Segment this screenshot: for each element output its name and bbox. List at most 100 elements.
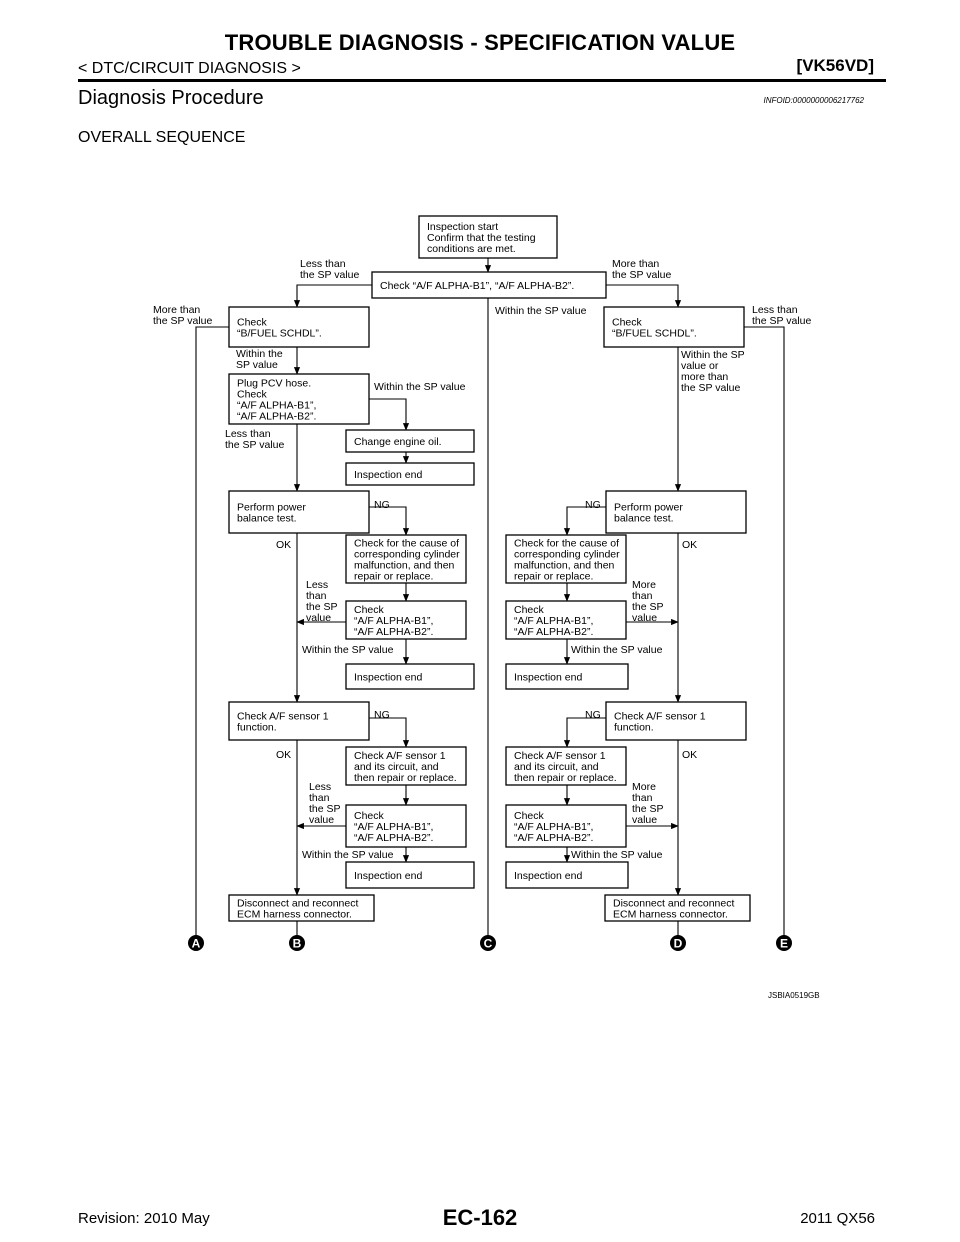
connector-a — [188, 935, 204, 951]
box-end_r1 — [505, 663, 629, 690]
flow-arrow — [369, 398, 410, 431]
flow-arrow — [563, 717, 606, 748]
revision: Revision: 2010 May — [78, 1210, 210, 1227]
box-ecm_right — [604, 894, 751, 922]
connector-label-e: E — [780, 937, 788, 951]
info-id: INFOID:0000000006217762 — [763, 96, 864, 105]
footer-model: 2011 QX56 — [800, 1210, 875, 1227]
label-pcv_within: Within the SP value — [374, 381, 466, 393]
box-alpha_l1 — [345, 600, 467, 640]
box-afs_right — [605, 701, 747, 741]
label-within_l1: Within the SP value — [302, 644, 394, 656]
figure-id: JSBIA0519GB — [768, 991, 820, 1000]
box-alpha_r2 — [505, 804, 627, 848]
connector-c — [480, 935, 496, 951]
section-title: Diagnosis Procedure — [78, 87, 264, 109]
box-afc_right — [505, 746, 627, 786]
box-text-end_oil: Inspection end — [354, 469, 422, 481]
flow-lines — [192, 258, 788, 949]
box-text-schdl_right: Check“B/FUEL SCHDL”. — [612, 317, 697, 340]
label-ng_l2: NG — [374, 709, 390, 721]
label-ng_l1: NG — [374, 499, 390, 511]
model-tag: [VK56VD] — [796, 56, 874, 75]
box-text-schdl_left: Check“B/FUEL SCHDL”. — [237, 317, 322, 340]
page-number: EC-162 — [442, 1205, 518, 1230]
box-cyl_left — [345, 534, 467, 584]
box-text-pcv: Plug PCV hose.Check“A/F ALPHA-B1”,“A/F A… — [237, 378, 316, 423]
label-ng_r1: NG — [585, 499, 601, 511]
connector-d — [670, 935, 686, 951]
flow-arrow — [563, 506, 606, 536]
box-oil — [345, 429, 475, 453]
box-text-alpha_l1: Check“A/F ALPHA-B1”,“A/F ALPHA-B2”. — [354, 604, 433, 638]
breadcrumb: < DTC/CIRCUIT DIAGNOSIS > — [78, 60, 301, 77]
connector-label-d: D — [674, 937, 683, 951]
box-check_alpha_top — [371, 271, 607, 299]
label-within_r1: Within the SP value — [571, 644, 663, 656]
label-within_center: Within the SP value — [495, 305, 587, 317]
box-afs_left — [228, 701, 370, 741]
box-text-alpha_l2: Check“A/F ALPHA-B1”,“A/F ALPHA-B2”. — [354, 810, 433, 844]
flow-arrow — [744, 326, 788, 949]
box-end_oil — [345, 462, 475, 486]
box-text-oil: Change engine oil. — [354, 436, 442, 448]
box-power_right — [605, 490, 747, 534]
box-text-end_r1: Inspection end — [514, 672, 582, 684]
label-within_r2: Within the SP value — [571, 849, 663, 861]
box-end_l1 — [345, 663, 475, 690]
flow-arrow — [369, 717, 410, 748]
box-text-alpha_r2: Check“A/F ALPHA-B1”,“A/F ALPHA-B2”. — [514, 810, 593, 844]
page-title: TROUBLE DIAGNOSIS - SPECIFICATION VALUE — [224, 30, 736, 55]
label-within_l2: Within the SP value — [302, 849, 394, 861]
flow-arrow — [293, 284, 372, 308]
box-alpha_r1 — [505, 600, 627, 640]
box-afc_left — [345, 746, 467, 786]
label-ok_l1: OK — [276, 539, 291, 551]
connector-e — [776, 935, 792, 951]
box-text-alpha_r1: Check“A/F ALPHA-B1”,“A/F ALPHA-B2”. — [514, 604, 593, 638]
connector-b — [289, 935, 305, 951]
box-start — [418, 215, 558, 259]
box-alpha_l2 — [345, 804, 467, 848]
header-rule — [78, 79, 886, 82]
box-ecm_left — [228, 894, 375, 922]
box-pcv — [228, 373, 370, 425]
box-text-check_alpha_top: Check “A/F ALPHA-B1”, “A/F ALPHA-B2”. — [380, 280, 574, 292]
connector-label-c: C — [484, 937, 493, 951]
box-end_r2 — [505, 861, 629, 889]
label-ok_l2: OK — [276, 749, 291, 761]
box-end_l2 — [345, 861, 475, 889]
box-text-end_r2: Inspection end — [514, 870, 582, 882]
flow-arrow — [192, 326, 229, 949]
box-text-end_l1: Inspection end — [354, 672, 422, 684]
overall-sequence-heading: OVERALL SEQUENCE — [78, 129, 246, 146]
flow-arrow — [606, 284, 682, 308]
box-schdl_right — [603, 306, 745, 348]
connector-label-b: B — [293, 937, 302, 951]
